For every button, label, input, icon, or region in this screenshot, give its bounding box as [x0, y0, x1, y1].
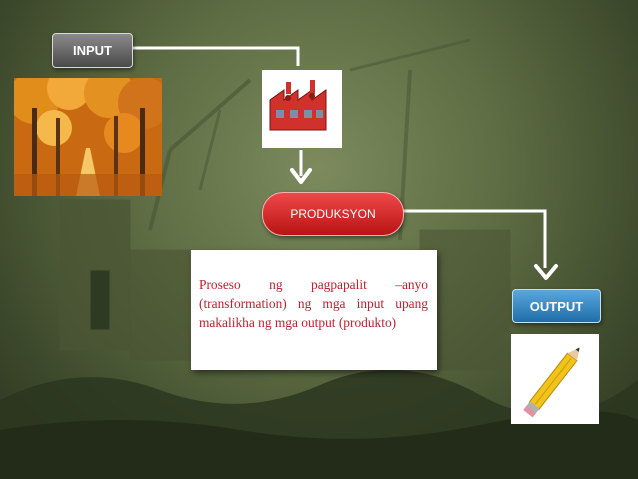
description-text: Proseso ng pagpapalit –anyo (transformat…: [199, 277, 428, 330]
pencil-image: [511, 334, 599, 424]
factory-icon: [262, 70, 342, 148]
description-box: Proseso ng pagpapalit –anyo (transformat…: [191, 250, 437, 370]
autumn-forest-image: [14, 78, 162, 196]
arrow-down-icon: [290, 168, 312, 184]
produksyon-label-box: PRODUKSYON: [262, 192, 404, 236]
input-label-box: INPUT: [52, 33, 133, 68]
arrow-down-icon: [534, 264, 558, 280]
output-label-box: OUTPUT: [512, 289, 601, 323]
